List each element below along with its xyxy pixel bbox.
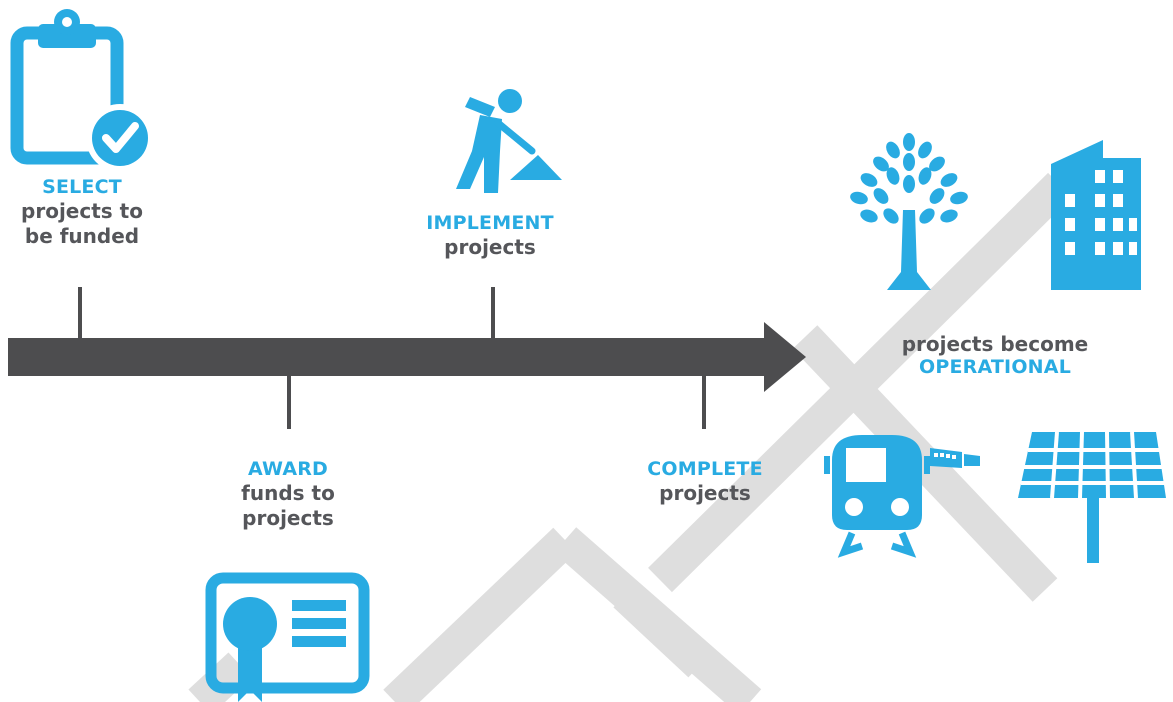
- select-line2: be funded: [24, 223, 140, 248]
- clipboard-check-icon: [10, 9, 154, 168]
- solar-panel-icon: [1018, 431, 1166, 563]
- worker-shovel-icon: [456, 89, 562, 193]
- complete-keyword: COMPLETE: [647, 458, 763, 480]
- select-keyword: SELECT: [42, 176, 122, 198]
- train-icon: [824, 435, 980, 558]
- operational-line1: projects become: [901, 332, 1089, 356]
- tick-implement: [491, 287, 495, 339]
- implement-line1: projects: [444, 235, 536, 260]
- tick-complete: [702, 376, 706, 429]
- tick-select: [78, 287, 82, 339]
- select-line1: projects to: [21, 199, 143, 224]
- award-label: AWARD funds to projects: [208, 458, 368, 530]
- operational-label: projects become OPERATIONAL: [890, 332, 1100, 380]
- implement-keyword: IMPLEMENT: [426, 212, 554, 234]
- operational-keyword: OPERATIONAL: [918, 356, 1071, 379]
- award-keyword: AWARD: [247, 458, 329, 480]
- complete-label: COMPLETE projects: [630, 458, 780, 506]
- tree-icon: [850, 133, 968, 290]
- implement-label: IMPLEMENT projects: [400, 212, 580, 260]
- award-line1: funds to: [241, 481, 335, 506]
- complete-line1: projects: [659, 481, 751, 506]
- tick-award: [287, 376, 291, 429]
- certificate-icon: [205, 572, 370, 702]
- award-line2: projects: [242, 505, 334, 530]
- select-label: SELECT projects to be funded: [0, 176, 164, 248]
- building-icon: [1051, 140, 1141, 290]
- timeline-arrow: [8, 322, 806, 392]
